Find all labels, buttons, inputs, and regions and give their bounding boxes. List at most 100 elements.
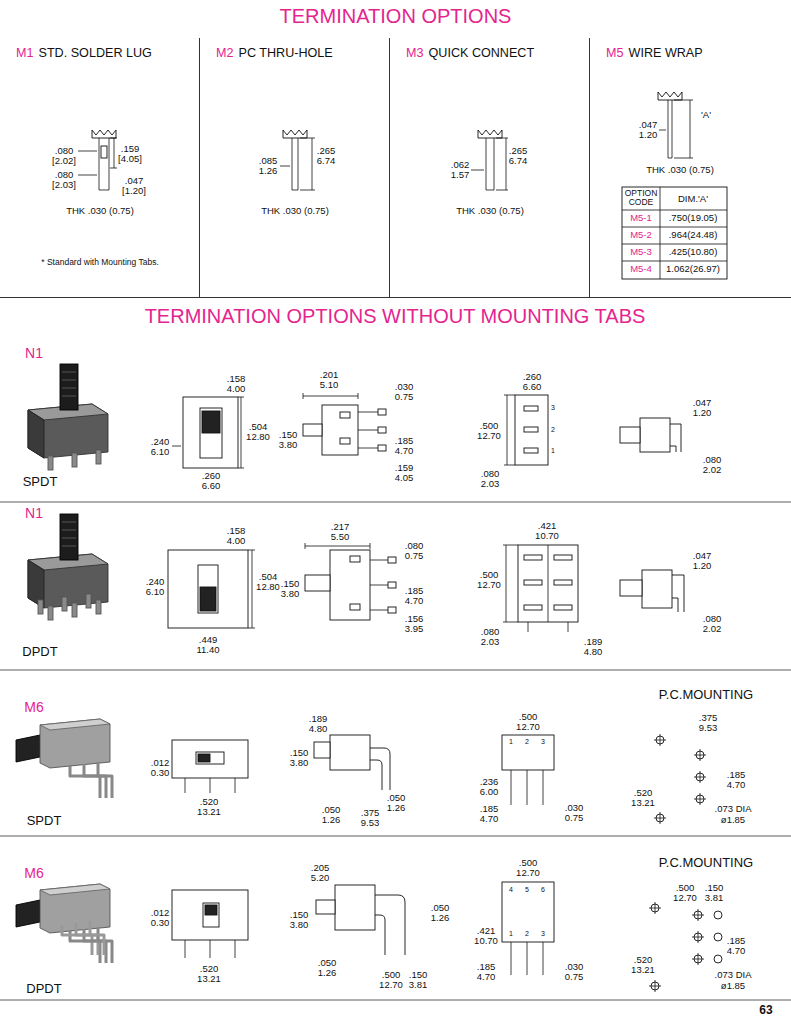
end-view-part — [670, 424, 681, 452]
dimension-label: .047 1.20 — [692, 551, 713, 572]
pcb-view-part — [543, 942, 544, 975]
side-view-part — [350, 604, 360, 610]
hole-pattern-part — [714, 955, 722, 963]
switch-photo — [28, 514, 108, 620]
option-table-grid-part — [622, 187, 727, 279]
bottom-view — [503, 545, 578, 632]
thru-hole-terminal-part — [283, 130, 307, 138]
dimension-label: .073 DIA — [714, 804, 753, 814]
wire-wrap-terminal-part — [674, 158, 693, 159]
thru-hole-terminal-part — [300, 138, 315, 139]
end-view-part — [670, 446, 676, 452]
quick-connect-terminal-part — [496, 138, 508, 139]
front-view-part — [185, 778, 186, 793]
dimension-label: .156 3.95 — [404, 614, 425, 635]
table-header: OPTION CODE — [624, 189, 659, 208]
switch-photo — [16, 719, 112, 798]
pcb-view-part — [511, 942, 512, 975]
hole-pattern-part — [698, 953, 699, 965]
side-view-part — [388, 582, 396, 588]
switch-type: P.C.MOUNTING — [658, 688, 754, 702]
hole-pattern-part — [700, 749, 701, 761]
thru-hole-terminal-part — [292, 138, 293, 190]
pin-number: 2 — [525, 738, 529, 746]
dimension-label: .185 4.70 — [476, 962, 497, 983]
solder-lug-terminal-part — [114, 138, 115, 168]
dimension-label: .265 6.74 — [316, 146, 337, 167]
front-view-part — [252, 550, 253, 628]
option-code: M6 — [23, 700, 44, 715]
front-view-part — [248, 628, 255, 629]
option-code: M5-1 — [629, 213, 653, 223]
bottom-view-part — [518, 545, 578, 622]
side-view-part — [303, 396, 358, 397]
dimension-label: .062 1.57 — [450, 160, 471, 181]
pin-number: 6 — [541, 886, 545, 894]
dimension-label: .504 12.80 — [255, 572, 281, 593]
end-view — [620, 570, 684, 612]
dimension-label: .421 10.70 — [473, 926, 499, 947]
dimension-label: 'A' — [700, 110, 712, 120]
switch-photo-part — [60, 514, 78, 560]
option-code: N1 — [24, 506, 44, 521]
table-cell: .750(19.05) — [668, 213, 719, 223]
pcb-view-part — [502, 882, 554, 942]
bottom-view-part — [504, 395, 515, 396]
option-code: M6 — [23, 866, 44, 881]
pin-number: 4 — [509, 886, 513, 894]
dimension-label: ø1.85 — [720, 981, 746, 991]
switch-type: SPDT — [22, 475, 59, 489]
side-view-part — [314, 742, 330, 758]
front-view-part — [203, 903, 219, 927]
dimension-label: .201 5.10 — [319, 370, 340, 391]
dimension-label: THK .030 (0.75) — [65, 206, 135, 216]
dimension-label: .158 4.00 — [226, 374, 247, 395]
wire-wrap-terminal-part — [668, 100, 669, 158]
switch-photo-part — [62, 538, 76, 539]
switch-photo-part — [62, 597, 67, 611]
dimension-label: .080 2.03 — [480, 627, 501, 648]
solder-lug-terminal-part — [110, 168, 117, 169]
end-view-part — [642, 570, 672, 608]
front-view-part — [168, 550, 248, 628]
switch-photo — [16, 884, 112, 963]
wire-wrap-terminal-part — [674, 100, 693, 101]
quick-connect-terminal-part — [496, 190, 508, 191]
dimension-label: .500 12.70 — [515, 712, 541, 733]
solder-lug-terminal-part — [78, 151, 97, 152]
dimension-label: .050 1.26 — [321, 805, 342, 826]
option-code: M5-4 — [629, 264, 653, 274]
front-view-part — [210, 940, 211, 958]
cell-heading: M1STD. SOLDER LUG — [0, 38, 199, 60]
solder-lug-terminal-part — [92, 130, 116, 138]
pin-number: 2 — [551, 426, 555, 434]
page-number: 63 — [758, 1004, 773, 1017]
quick-connect-terminal-part — [471, 170, 484, 171]
wire-wrap-terminal-part — [690, 100, 691, 158]
dimension-label: .012 0.30 — [150, 908, 171, 929]
front-view-part — [235, 940, 236, 958]
front-view-part — [172, 446, 181, 447]
thru-hole-terminal-part — [280, 166, 290, 167]
pcb-view-part — [543, 770, 544, 805]
section-heading: TERMINATION OPTIONS WITHOUT MOUNTING TAB… — [144, 304, 647, 328]
dimension-label: .185 4.70 — [394, 436, 415, 457]
thru-hole-terminal-part — [300, 190, 315, 191]
front-view-part — [198, 754, 210, 762]
option-code: M3 — [406, 46, 424, 60]
dimension-label: .080 2.02 — [702, 455, 723, 476]
dimension-label: .449 11.40 — [195, 635, 220, 656]
hole-pattern-part — [655, 980, 656, 992]
solder-lug-terminal-part — [99, 190, 109, 191]
pin-number: 5 — [525, 886, 529, 894]
switch-photo-part — [98, 762, 112, 798]
wire-wrap-terminal-part — [659, 130, 666, 131]
side-view-part — [370, 748, 390, 790]
row-separator — [0, 502, 791, 1000]
switch-photo-part — [72, 453, 77, 467]
switch-photo-part — [76, 923, 98, 955]
side-view-part — [378, 409, 386, 415]
front-view-part — [172, 740, 248, 778]
solder-lug-terminal — [78, 130, 117, 190]
dimension-label: .240 6.10 — [145, 577, 166, 598]
